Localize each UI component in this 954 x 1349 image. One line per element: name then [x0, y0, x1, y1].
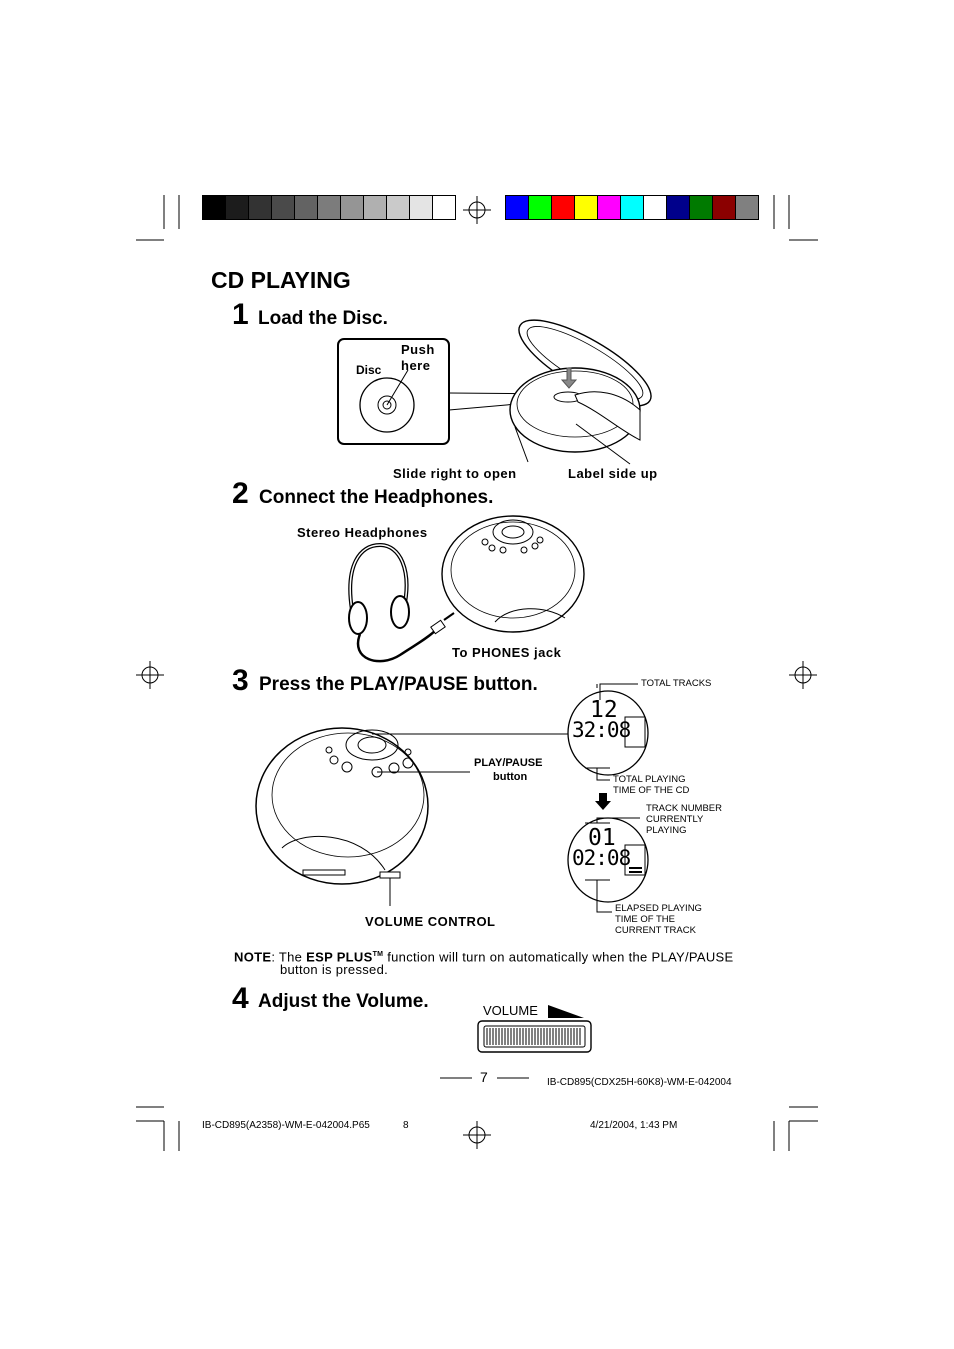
disc-inset-box — [337, 338, 450, 445]
inset-disc-icon — [359, 377, 415, 433]
cd-player-large — [255, 727, 429, 885]
page-number: 7 — [480, 1069, 488, 1085]
grayscale-swatch — [226, 196, 249, 219]
volume-wedge-icon — [548, 1005, 584, 1018]
color-swatch — [667, 196, 690, 219]
footer-filename: IB-CD895(A2358)-WM-E-042004.P65 — [202, 1120, 370, 1131]
phones-jack-label: To PHONES jack — [452, 645, 562, 660]
grayscale-swatch — [364, 196, 387, 219]
track-number-label-line2: CURRENTLY — [646, 814, 704, 825]
display-1-time: 32:08 — [572, 718, 631, 742]
elapsed-label-line2: TIME OF THE — [615, 914, 675, 925]
grayscale-swatch — [318, 196, 341, 219]
volume-label: VOLUME — [483, 1003, 538, 1018]
inset-push-label-line2: here — [401, 358, 431, 373]
grayscale-swatch — [433, 196, 455, 219]
cd-player-top-view — [441, 515, 585, 633]
slide-to-open-label: Slide right to open — [393, 466, 517, 481]
volume-control-label: VOLUME CONTROL — [365, 914, 496, 929]
color-swatch — [552, 196, 575, 219]
color-bar — [505, 195, 759, 220]
note-paragraph: NOTE: The ESP PLUSTM function will turn … — [234, 947, 733, 965]
note-text-before: : The — [271, 949, 307, 965]
grayscale-swatch — [295, 196, 318, 219]
note-prefix: NOTE — [234, 949, 272, 965]
registration-mark-left — [136, 661, 164, 689]
grayscale-swatch — [341, 196, 364, 219]
elapsed-label-line3: CURRENT TRACK — [615, 925, 696, 936]
step-1-label: Load the Disc. — [258, 308, 388, 329]
registration-mark-right — [789, 661, 817, 689]
color-swatch — [575, 196, 598, 219]
color-swatch — [598, 196, 621, 219]
step-3-label: Press the PLAY/PAUSE button. — [259, 674, 538, 695]
total-playing-label-line1: TOTAL PLAYING — [613, 774, 686, 785]
page-title: CD PLAYING — [211, 267, 351, 293]
stereo-headphones-label: Stereo Headphones — [297, 525, 428, 540]
footer-date: 4/21/2004, 1:43 PM — [590, 1120, 678, 1131]
inset-disc-label: Disc — [356, 363, 382, 377]
step-2-number: 2 — [232, 477, 249, 510]
down-arrow-icon — [595, 793, 611, 810]
grayscale-swatch — [203, 196, 226, 219]
step-2-label: Connect the Headphones. — [259, 487, 494, 508]
color-swatch — [690, 196, 713, 219]
elapsed-label-line1: ELAPSED PLAYING — [615, 903, 702, 914]
grayscale-swatch — [272, 196, 295, 219]
grayscale-swatch — [387, 196, 410, 219]
headphone-cord — [356, 629, 437, 663]
step-1-number: 1 — [232, 298, 249, 331]
color-swatch — [713, 196, 736, 219]
display-2-track: 01 — [588, 825, 616, 851]
track-number-label-line3: PLAYING — [646, 825, 687, 836]
color-swatch — [621, 196, 644, 219]
color-swatch — [736, 196, 758, 219]
trademark: TM — [372, 951, 384, 958]
total-tracks-label: TOTAL TRACKS — [641, 678, 712, 689]
step-4-number: 4 — [232, 982, 249, 1015]
footer-page: 8 — [403, 1120, 409, 1131]
total-playing-label-line2: TIME OF THE CD — [613, 785, 690, 796]
label-side-up-label: Label side up — [568, 466, 658, 481]
esp-plus-brand: ESP PLUS — [306, 949, 373, 965]
note-line2: button is pressed. — [280, 962, 389, 977]
grayscale-bar — [202, 195, 456, 220]
grayscale-swatch — [410, 196, 433, 219]
note-text-after: function will turn on automatically when… — [383, 949, 734, 965]
step-4-label: Adjust the Volume. — [258, 991, 429, 1012]
document-code: IB-CD895(CDX25H-60K8)-WM-E-042004 — [547, 1077, 732, 1088]
step-3-number: 3 — [232, 664, 249, 697]
right-earcup — [390, 595, 410, 629]
registration-mark-bottom — [463, 1121, 491, 1149]
display-2-time: 02:08 — [572, 846, 631, 870]
lcd-display-1 — [567, 690, 649, 776]
grayscale-swatch — [249, 196, 272, 219]
display-1-tracks: 12 — [590, 697, 618, 723]
color-swatch — [506, 196, 529, 219]
left-earcup — [348, 601, 368, 635]
color-swatch — [644, 196, 667, 219]
play-pause-button-label-line1: PLAY/PAUSE — [474, 757, 543, 769]
play-pause-button-label-line2: button — [493, 771, 528, 783]
registration-mark-top — [463, 196, 491, 224]
inset-push-label-line1: Push — [401, 342, 435, 357]
color-swatch — [529, 196, 552, 219]
track-number-label-line1: TRACK NUMBER — [646, 803, 723, 814]
